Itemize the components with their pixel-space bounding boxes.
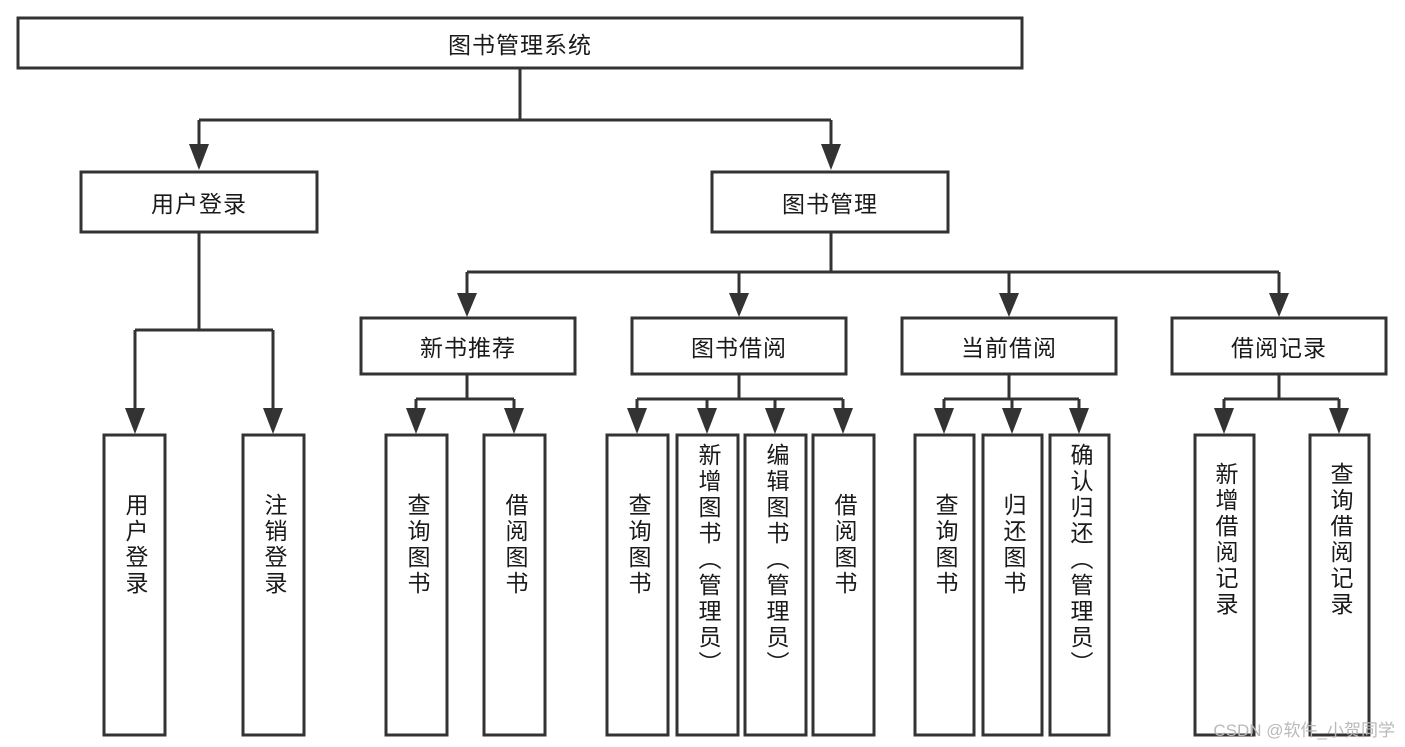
arrow-head-icon	[1214, 408, 1234, 434]
leaf-box-query-borrow-record[interactable]	[1308, 433, 1371, 737]
arrow-head-icon	[999, 293, 1019, 317]
node-box-root[interactable]	[16, 16, 1024, 70]
arrow-head-icon	[1269, 293, 1289, 317]
arrow-head-icon	[765, 408, 785, 434]
leaf-box-return-book[interactable]	[981, 433, 1044, 737]
node-box-book-management[interactable]	[710, 170, 950, 234]
arrow-head-icon	[1069, 408, 1089, 434]
leaf-box-edit-book-admin[interactable]	[743, 433, 808, 737]
leaf-box-logout[interactable]	[241, 433, 306, 737]
arrow-head-icon	[833, 408, 853, 434]
arrow-head-icon	[1329, 408, 1349, 434]
connector-group-new-book-rec	[406, 374, 524, 434]
leaf-box-query-book-borrow[interactable]	[605, 433, 670, 737]
connector-group-book-mgmt	[457, 232, 1289, 317]
arrow-head-icon	[406, 408, 426, 434]
connector-group-current-borrow	[934, 374, 1089, 434]
arrow-head-icon	[263, 408, 283, 434]
leaf-box-add-borrow-record[interactable]	[1193, 433, 1256, 737]
leaf-box-query-book-current[interactable]	[913, 433, 976, 737]
leaf-box-borrow-book-rec[interactable]	[482, 433, 547, 737]
leaf-box-add-book-admin[interactable]	[675, 433, 740, 737]
node-box-user-login[interactable]	[79, 170, 319, 234]
leaf-box-confirm-return-admin[interactable]	[1048, 433, 1111, 737]
connector-group-root	[189, 68, 841, 170]
arrow-head-icon	[697, 408, 717, 434]
leaf-box-user-login[interactable]	[102, 433, 167, 737]
arrow-head-icon	[189, 144, 209, 170]
connector-group-borrow-record	[1214, 374, 1349, 434]
arrow-head-icon	[627, 408, 647, 434]
node-box-new-book-recommend[interactable]	[359, 316, 577, 376]
leaf-box-borrow-book[interactable]	[811, 433, 876, 737]
arrow-head-icon	[125, 408, 145, 434]
node-box-current-borrow[interactable]	[900, 316, 1118, 376]
arrow-head-icon	[934, 408, 954, 434]
leaf-box-query-book-rec[interactable]	[384, 433, 449, 737]
arrow-head-icon	[821, 144, 841, 170]
arrow-head-icon	[457, 293, 477, 317]
arrow-head-icon	[504, 408, 524, 434]
node-box-borrow-record[interactable]	[1170, 316, 1388, 376]
arrow-head-icon	[729, 293, 749, 317]
connector-group-book-borrow	[627, 374, 853, 434]
node-box-book-borrow[interactable]	[630, 316, 848, 376]
connector-group-user-login	[125, 232, 283, 434]
arrow-head-icon	[1002, 408, 1022, 434]
